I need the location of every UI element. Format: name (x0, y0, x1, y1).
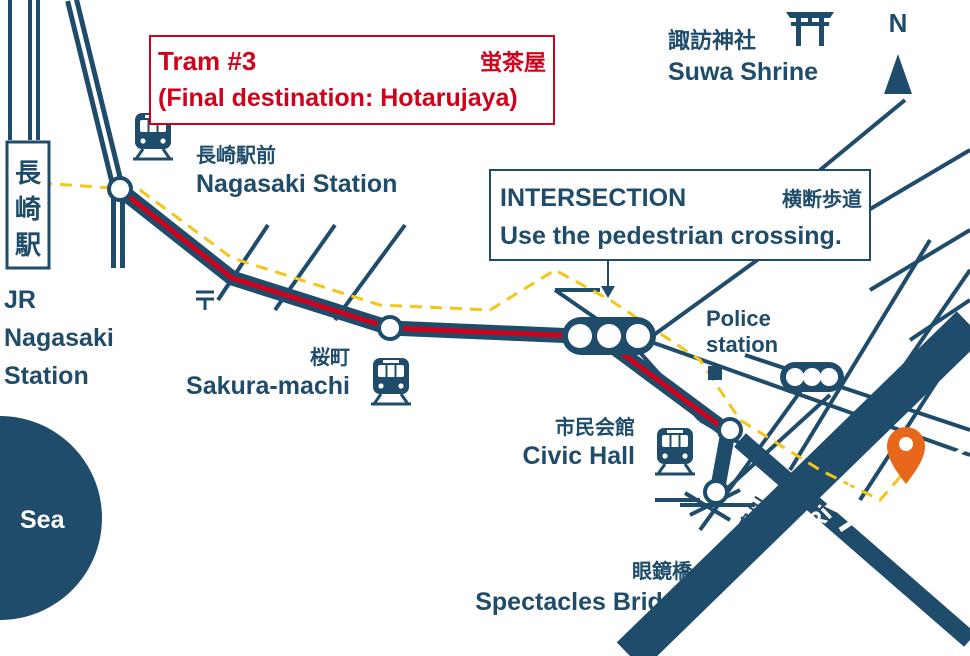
svg-text:長: 長 (15, 159, 42, 189)
tram-title-jp: 蛍茶屋 (480, 50, 546, 76)
intersection-title-jp: 横断歩道 (782, 187, 862, 211)
civic-stop-jp: 市民会館 (555, 415, 635, 439)
intersection-title: INTERSECTION (500, 184, 686, 212)
tram-info-box: Tram #3 蛍茶屋 (Final destination: Hotaruja… (149, 35, 555, 125)
sea-area (0, 416, 102, 620)
post-office-icon (196, 290, 214, 310)
north-letter: N (889, 8, 908, 38)
traffic-signal-secondary (780, 362, 844, 392)
tram-destination: (Final destination: Hotarujaya) (158, 84, 518, 112)
walking-route (39, 181, 917, 502)
nagasaki-stop-jp: 長崎駅前 (196, 143, 276, 167)
sakura-stop-jp: 桜町 (310, 345, 350, 369)
shrine-label: Suwa Shrine (668, 58, 818, 86)
jr-station-label-line2: Nagasaki (4, 324, 114, 352)
civic-stop-label: Civic Hall (522, 442, 635, 470)
jr-station-sign: 長 崎 駅 (5, 140, 51, 270)
nakashima-river (616, 311, 970, 656)
bridge-label: Spectacles Bridge (475, 588, 692, 616)
stop-civic-hall (717, 417, 743, 443)
location-pin-icon (887, 427, 925, 484)
stop-lower (703, 479, 729, 505)
traffic-signal-main (562, 317, 656, 355)
stop-sakura-machi (377, 315, 403, 341)
tram-icon (369, 356, 413, 406)
jr-station-label-line3: Station (4, 362, 89, 390)
intersection-info-box: INTERSECTION 横断歩道 Use the pedestrian cro… (489, 169, 871, 298)
jr-station-label-line1: JR (4, 286, 36, 314)
intersection-text: Use the pedestrian crossing. (500, 222, 842, 250)
police-station-icon (708, 366, 722, 380)
jr-railway (8, 0, 125, 268)
torii-gate-icon (786, 12, 834, 46)
tram-number: Tram #3 (158, 46, 256, 76)
nagasaki-stop-label: Nagasaki Station (196, 170, 397, 198)
bridge-label-jp: 眼鏡橋 (632, 559, 693, 583)
north-arrow-icon: N (884, 8, 912, 94)
sea-label: Sea (20, 506, 66, 534)
police-label-line2: station (706, 332, 778, 357)
tram-icon (653, 426, 697, 476)
svg-text:崎: 崎 (15, 195, 41, 225)
sakura-stop-label: Sakura-machi (186, 372, 350, 400)
svg-text:駅: 駅 (15, 231, 41, 261)
police-label-line1: Police (706, 306, 771, 331)
stop-nagasaki-station (107, 176, 133, 202)
shrine-label-jp: 諏訪神社 (668, 28, 756, 54)
